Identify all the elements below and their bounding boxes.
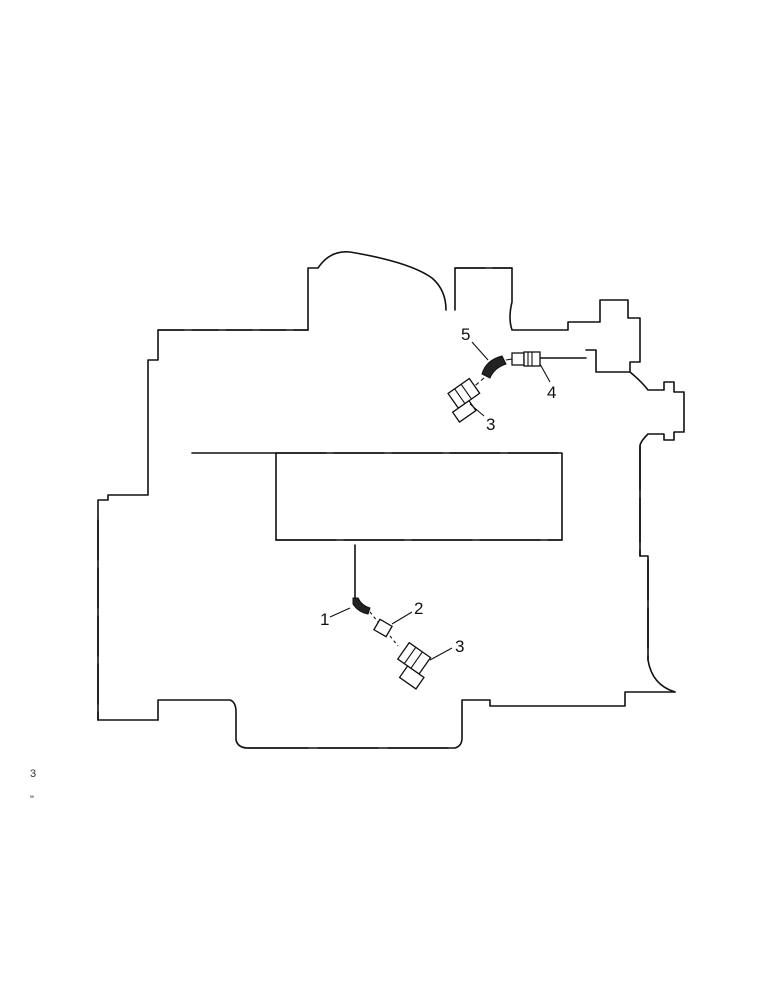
margin-mark-1: 3: [30, 768, 36, 780]
callout-3-upper: 3: [486, 415, 495, 434]
engine-block-outline: [97, 251, 685, 749]
sender-unit-upper: [447, 377, 481, 423]
upper-fitting-assembly: [447, 351, 541, 423]
inner-panel: [191, 452, 563, 599]
elbow-fitting-1: [352, 597, 371, 615]
sender-unit-lower: [396, 641, 432, 690]
reducer-fitting-2: [373, 618, 393, 638]
adapter-fitting-4: [511, 352, 525, 366]
margin-mark-2: ": [30, 794, 34, 806]
leader-lines: [329, 341, 551, 661]
callout-3-lower: 3: [455, 637, 464, 656]
callout-4: 4: [547, 383, 556, 402]
lower-fitting-assembly: [352, 597, 432, 690]
elbow-fitting-5: [481, 355, 507, 379]
callout-5: 5: [461, 325, 470, 344]
callout-1: 1: [320, 610, 329, 629]
callout-2: 2: [414, 599, 423, 618]
